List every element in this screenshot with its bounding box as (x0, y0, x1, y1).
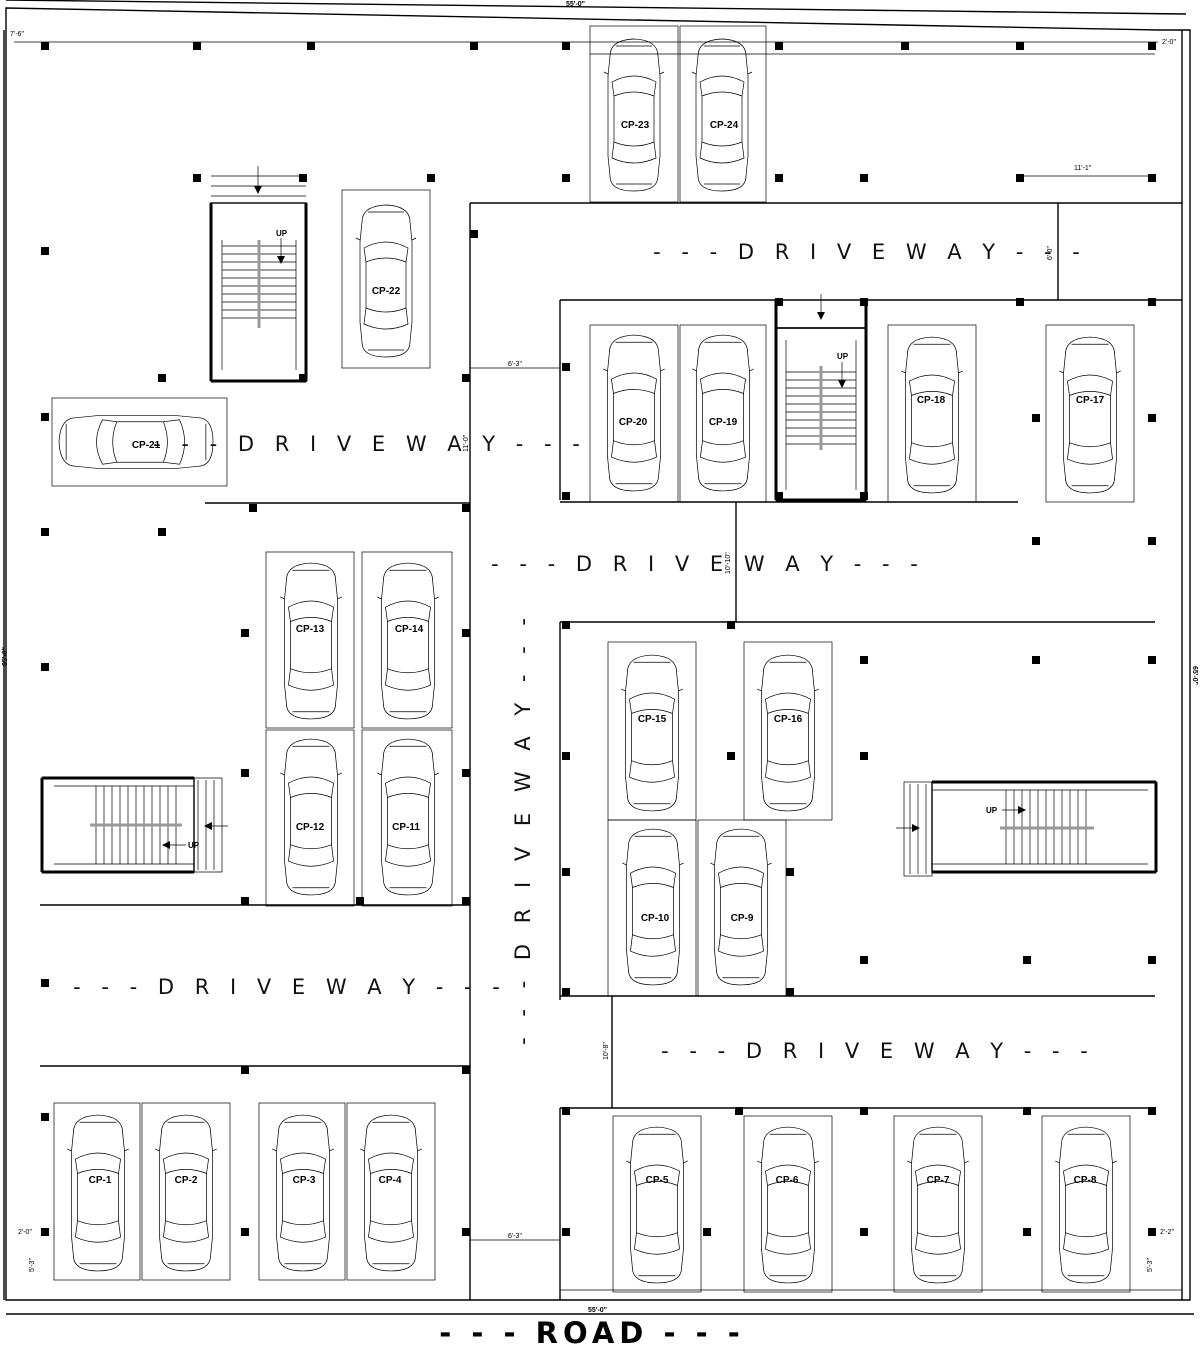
dimension-text: 7'-6" (10, 31, 24, 38)
cp-label: CP-4 (379, 1175, 402, 1186)
site-boundary (3, 0, 1194, 1315)
dimension-text: 11'-1" (1074, 165, 1092, 172)
staircase-top-left: UP (209, 166, 308, 383)
cp-label: CP-19 (709, 417, 738, 428)
cp-label: CP-15 (638, 714, 667, 725)
driveway-label: - - - D R I V E W A Y - - - (661, 1039, 1095, 1063)
cp-label: CP-13 (296, 624, 325, 635)
driveway-label: - - - D R I V E W A Y - - - (153, 432, 587, 456)
dimension-text: 6'-3" (508, 1233, 522, 1240)
dimension-text: 11'-0" (463, 434, 470, 452)
dimension-text: 55'-0" (566, 1, 585, 8)
cp-label: CP-12 (296, 822, 325, 833)
cp-label: CP-14 (395, 624, 424, 635)
dimension-text: 10'-8" (603, 1042, 610, 1060)
cp-label: CP-5 (646, 1175, 669, 1186)
driveway-label: - - - D R I V E W A Y - - - (491, 552, 925, 576)
cp-label: CP-8 (1074, 1175, 1097, 1186)
cp-label: CP-17 (1076, 395, 1105, 406)
dimension-text: 10'-10" (725, 552, 732, 574)
dimension-text: 65'-0" (2, 647, 9, 666)
road-label: - - - ROAD - - - (439, 1316, 745, 1350)
stair-up-label: UP (986, 806, 998, 815)
cp-label: CP-3 (293, 1175, 316, 1186)
cp-label: CP-1 (89, 1175, 112, 1186)
dimension-text: 5'-3" (1147, 1258, 1154, 1272)
dimension-text: 5'-3" (29, 1258, 36, 1272)
cp-label: CP-10 (641, 913, 670, 924)
dimension-annotations: 7'-6" 2'-0" 11'-1" 6'-0" 6'-3" 11'-0" 10… (2, 1, 1198, 1314)
stair-up-label: UP (276, 229, 288, 238)
cp-label: CP-24 (710, 120, 739, 131)
stair-up-label: UP (837, 352, 849, 361)
structural-columns (41, 42, 1156, 1236)
cp-label: CP-20 (619, 417, 648, 428)
cp-label: CP-16 (774, 714, 803, 725)
parking-bays (51, 25, 1135, 1293)
staircase-left: UP (40, 776, 228, 874)
cp-label: CP-7 (927, 1175, 950, 1186)
cp-label: CP-22 (372, 286, 401, 297)
cp-label: CP-21 (132, 440, 161, 451)
dimension-text: 55'-0" (588, 1307, 607, 1314)
dimension-text: 6'-3" (508, 361, 522, 368)
cp-label: CP-11 (392, 822, 420, 833)
stair-up-label: UP (188, 841, 200, 850)
driveway-labels: - - - D R I V E W A Y - - - - - - D R I … (73, 240, 1095, 1063)
cp-label: CP-9 (731, 913, 754, 924)
dimension-text: 65'-0" (1191, 666, 1198, 685)
dimension-text: 2'-2" (1160, 1229, 1174, 1236)
dimension-text: 2'-0" (1162, 39, 1176, 46)
cp-label: CP-23 (621, 120, 650, 131)
driveway-label: - - - D R I V E W A Y - - - (73, 975, 507, 999)
dimension-text: 2'-0" (18, 1229, 32, 1236)
cp-label: CP-2 (175, 1175, 198, 1186)
dimension-text: 6'-0" (1047, 246, 1054, 260)
car-park-labels: CP-1 CP-2 CP-3 CP-4 CP-5 CP-6 CP-7 CP-8 … (89, 120, 1105, 1186)
cp-label: CP-18 (917, 395, 946, 406)
staircase-right: UP (896, 780, 1158, 877)
driveway-label: - - - D R I V E W A Y - - - (653, 240, 1087, 264)
cp-label: CP-6 (776, 1175, 799, 1186)
staircase-top-right: UP (774, 294, 868, 502)
driveway-label-vertical: - - - D R I V E W A Y - - - (511, 611, 535, 1045)
